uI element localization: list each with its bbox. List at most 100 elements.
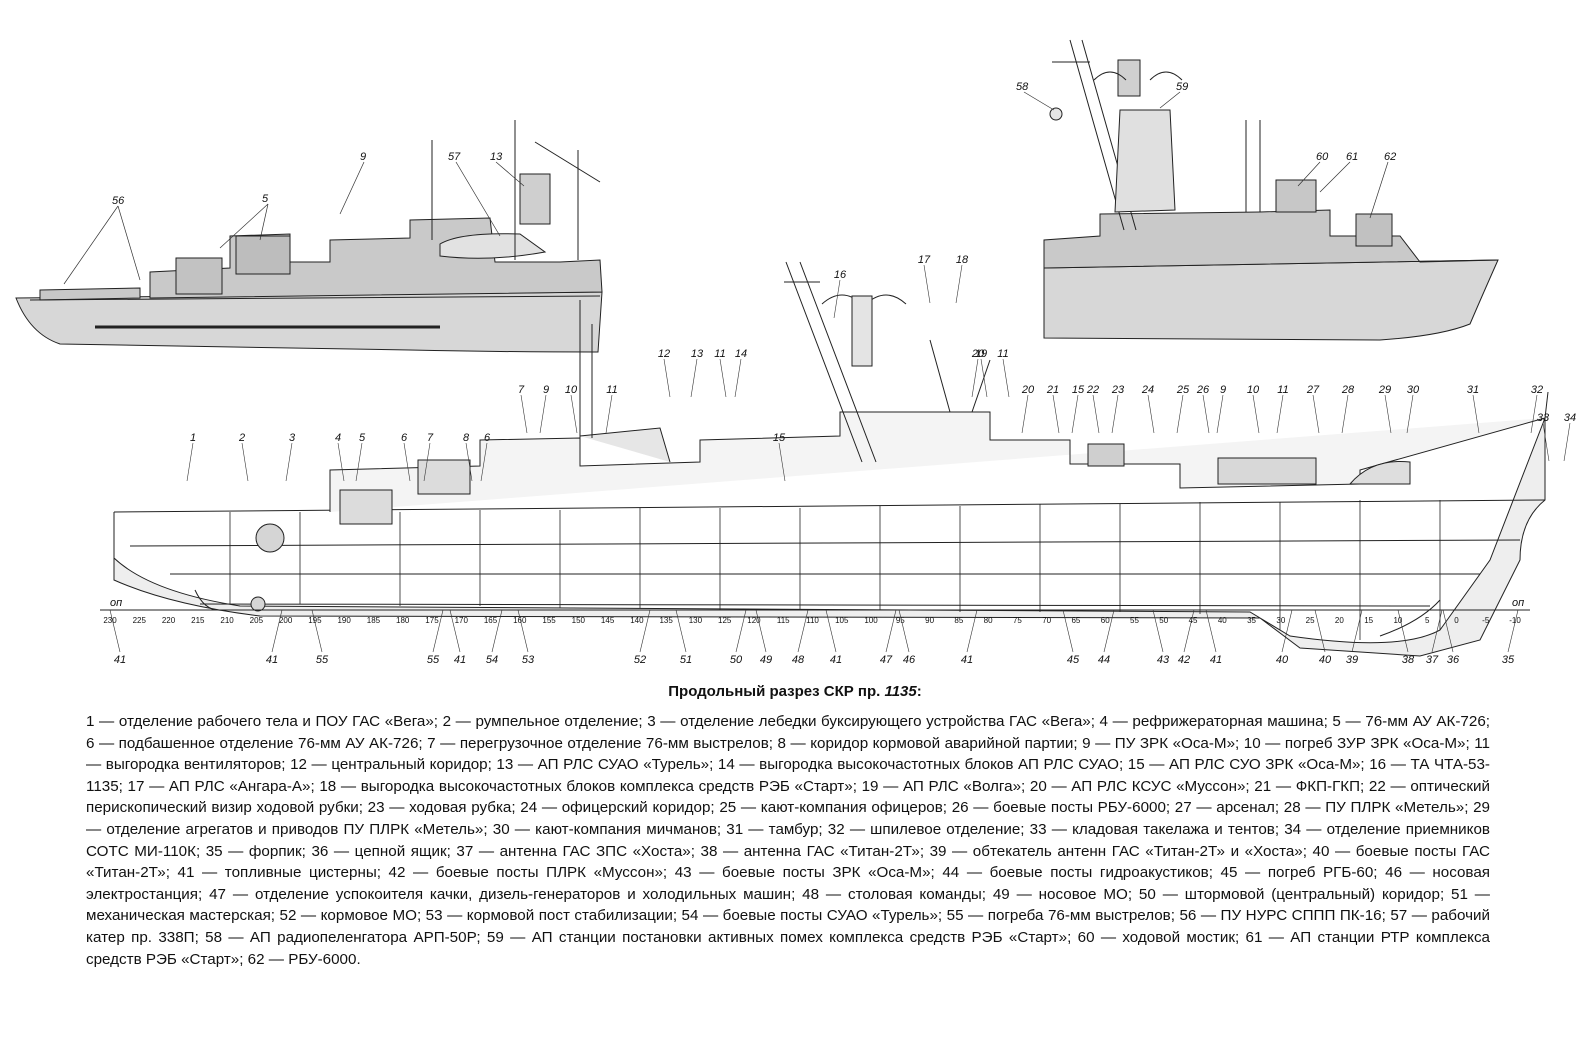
callout-top-21: 21: [1046, 384, 1059, 396]
leader-line: [797, 609, 809, 653]
leader-line: [432, 609, 444, 653]
callout-top-15: 15: [773, 432, 786, 444]
callout-bottom-41: 41: [454, 654, 466, 666]
leader-line: [923, 264, 931, 304]
callout-top-19: 19: [975, 348, 987, 360]
leader-line: [520, 394, 528, 434]
leader-line: [719, 358, 727, 398]
leader-line: [825, 609, 837, 653]
fwd-leaders: [1023, 91, 1389, 219]
leader-line: [690, 358, 698, 398]
callout-top-10: 10: [565, 384, 578, 396]
frame-number: 10: [1393, 616, 1402, 625]
leader-line: [1092, 394, 1100, 434]
frame-number: 30: [1276, 616, 1285, 625]
frame-number: 55: [1130, 616, 1139, 625]
leader-line: [898, 609, 910, 653]
callout-bottom-35: 35: [1502, 654, 1515, 666]
longitudinal-section: [113, 261, 1549, 657]
leader-line: [1563, 422, 1571, 462]
frame-number: 220: [162, 616, 176, 625]
leader-line: [735, 609, 747, 653]
leader-line: [778, 442, 786, 482]
legend-text: 1 — отделение рабочего тела и ПОУ ГАС «В…: [86, 713, 1490, 968]
callout-bottom-41: 41: [961, 654, 973, 666]
frame-number: 110: [806, 616, 819, 625]
leader-line: [1176, 394, 1184, 434]
leader-line: [465, 442, 473, 482]
callout-top-8: 8: [463, 432, 470, 444]
callout-59: 59: [1176, 81, 1188, 93]
callout-bottom-44: 44: [1098, 654, 1110, 666]
callout-top-15: 15: [1072, 384, 1085, 396]
callout-57: 57: [448, 151, 461, 163]
leader-line: [355, 442, 363, 482]
callout-bottom-41: 41: [1210, 654, 1222, 666]
frame-number: 165: [484, 616, 498, 625]
callout-top-30: 30: [1407, 384, 1420, 396]
frame-number: 70: [1042, 616, 1051, 625]
frame-number: 15: [1364, 616, 1373, 625]
leader-line: [1183, 609, 1195, 653]
callout-bottom-36: 36: [1447, 654, 1460, 666]
frame-number: 160: [513, 616, 527, 625]
leader-line: [186, 442, 194, 482]
frame-number: 120: [747, 616, 761, 625]
callout-top-12: 12: [658, 348, 670, 360]
callout-bottom-41: 41: [114, 654, 126, 666]
leader-line: [1252, 394, 1260, 434]
frame-number: 195: [308, 616, 322, 625]
frame-number: 175: [425, 616, 439, 625]
leader-line: [285, 442, 293, 482]
leader-line: [1406, 394, 1414, 434]
frame-number: 40: [1218, 616, 1227, 625]
leader-line: [1002, 358, 1010, 398]
frame-number: 105: [835, 616, 849, 625]
leader-line: [1103, 609, 1115, 653]
leader-line: [403, 442, 411, 482]
frame-number: 95: [896, 616, 905, 625]
callout-top-11: 11: [1277, 384, 1288, 396]
callout-top-32: 32: [1531, 384, 1543, 396]
frame-number: 80: [984, 616, 993, 625]
leader-line: [1351, 609, 1363, 653]
frame-number: 200: [279, 616, 293, 625]
aft-view-callouts: 56 5 9 57 13: [112, 151, 503, 207]
callout-bottom-46: 46: [903, 654, 916, 666]
caption-prefix: Продольный разрез СКР пр.: [668, 683, 885, 700]
callout-top-6: 6: [401, 432, 408, 444]
frame-number: 85: [954, 616, 963, 625]
callout-5: 5: [262, 193, 269, 205]
callout-top-6: 6: [484, 432, 491, 444]
callout-bottom-43: 43: [1157, 654, 1170, 666]
callout-13: 13: [490, 151, 503, 163]
leader-line: [1052, 394, 1060, 434]
leader-line: [885, 609, 897, 653]
callout-top-23: 23: [1111, 384, 1125, 396]
callout-60: 60: [1316, 151, 1329, 163]
lower-deck: [129, 539, 1521, 547]
leader-line: [449, 609, 461, 653]
frame-number: 210: [220, 616, 234, 625]
callout-bottom-53: 53: [522, 654, 535, 666]
leader-line: [1442, 609, 1454, 653]
callout-bottom-54: 54: [486, 654, 498, 666]
callout-top-27: 27: [1306, 384, 1320, 396]
callout-bottom-40: 40: [1319, 654, 1332, 666]
leader-line: [1507, 609, 1519, 653]
leader-line: [1071, 394, 1079, 434]
callout-top-20: 20: [971, 348, 985, 360]
aft-leaders: [63, 161, 525, 285]
frame-number: 180: [396, 616, 410, 625]
frame-number: 125: [718, 616, 732, 625]
callout-top-22: 22: [1086, 384, 1099, 396]
leader-line: [1542, 422, 1550, 462]
callout-56: 56: [112, 195, 125, 207]
foremast: [929, 339, 991, 413]
callout-62: 62: [1384, 151, 1396, 163]
callout-bottom-45: 45: [1067, 654, 1080, 666]
callout-top-3: 3: [289, 432, 296, 444]
leader-line: [1216, 394, 1224, 434]
leader-line: [639, 609, 651, 653]
